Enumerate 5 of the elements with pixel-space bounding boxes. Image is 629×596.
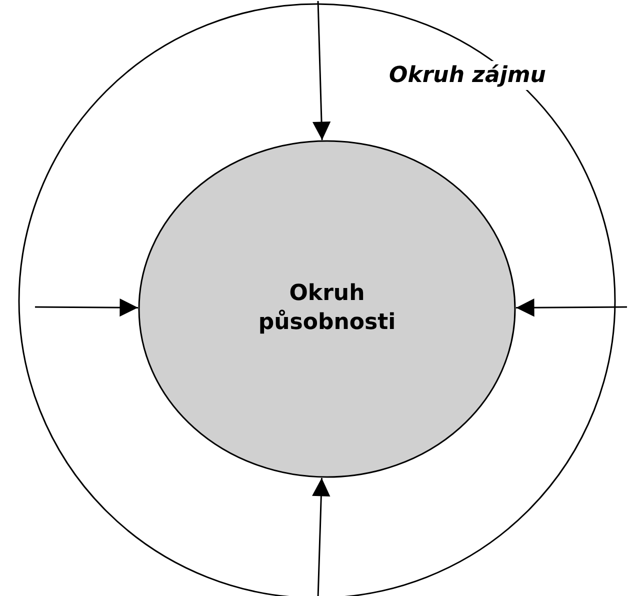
circle-label: Okruh působnosti bbox=[257, 280, 397, 337]
arrow bbox=[312, 0, 331, 140]
arrow bbox=[35, 298, 138, 317]
arrow bbox=[312, 478, 330, 596]
arrow bbox=[516, 298, 627, 317]
